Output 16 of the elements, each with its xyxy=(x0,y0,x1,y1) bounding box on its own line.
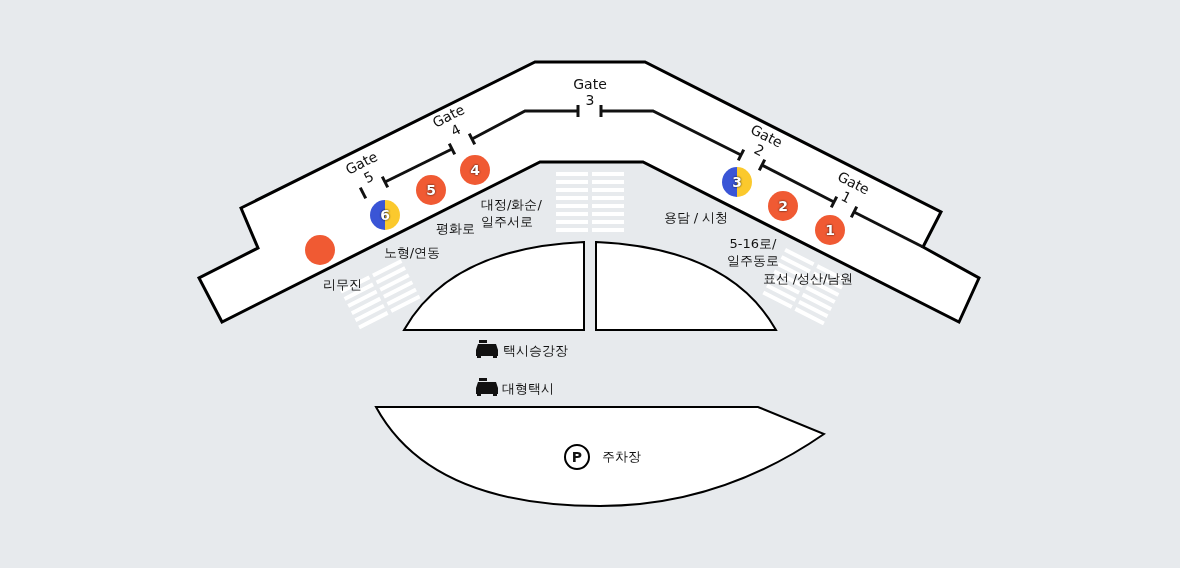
place-label: 평화로 xyxy=(435,219,475,237)
gate-label: Gate 4 xyxy=(428,100,468,142)
gate-label: Gate 2 xyxy=(747,120,787,162)
place-label: 용담 / 시청 xyxy=(663,208,729,226)
parking-lot xyxy=(374,405,826,508)
gate-label: Gate 1 xyxy=(834,167,874,209)
place-label: 5-16로/ 일주동로 xyxy=(726,235,780,269)
gate-label: Gate 3 xyxy=(572,76,608,108)
place-label: 리무진 xyxy=(322,275,362,293)
area-label: 주차장 xyxy=(602,448,641,465)
place-label: 대정/화순/ 일주서로 xyxy=(481,196,543,230)
gate-label: Gate 5 xyxy=(341,147,381,189)
place-label: 노형/연동 xyxy=(383,243,441,261)
place-label: 대형택시 xyxy=(502,379,554,397)
place-label: 택시승강장 xyxy=(502,341,568,359)
place-label: 표선 /성산/남원 xyxy=(762,269,854,287)
